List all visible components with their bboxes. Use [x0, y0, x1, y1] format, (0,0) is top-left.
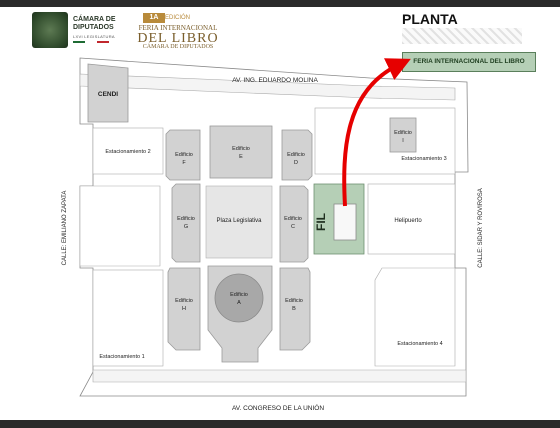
building-e-letter: E: [239, 154, 243, 160]
building-f: [165, 129, 201, 181]
south-road: [92, 369, 467, 383]
building-d-letter: D: [294, 160, 298, 166]
camara-line2: DIPUTADOS: [73, 24, 114, 31]
building-h-word: Edificio: [175, 298, 193, 304]
est4-area: [374, 267, 456, 367]
camara-line1: CÁMARA DE: [73, 16, 116, 23]
est3-label: Estacionamiento 3: [401, 156, 446, 162]
building-a-word: Edificio: [230, 292, 248, 298]
cendi-label: CENDI: [98, 91, 118, 98]
camara-logo-text: CÁMARA DE DIPUTADOS: [73, 16, 143, 32]
fil-logo-line3: CÁMARA DE DIPUTADOS: [142, 44, 214, 50]
top-bar: [0, 0, 560, 7]
helipuerto-label: Helipuerto: [394, 218, 422, 224]
plaza-legislativa: [205, 185, 273, 259]
fil-badge-text: EDICIÓN: [165, 15, 191, 21]
building-b-word: Edificio: [285, 298, 303, 304]
building-e: [209, 125, 273, 179]
street-south: AV. CONGRESO DE LA UNIÓN: [232, 403, 324, 412]
building-d-word: Edificio: [287, 152, 305, 158]
est4-label: Estacionamiento 4: [397, 341, 442, 347]
title-pattern: [402, 28, 522, 44]
plaza-label: Plaza Legislativa: [216, 218, 262, 224]
camara-sub: LXVI LEGISLATURA: [73, 34, 115, 39]
building-b-letter: B: [292, 306, 296, 312]
building-g: [171, 183, 201, 263]
helipuerto-area: [367, 183, 456, 255]
street-east: CALLE: SIDAR Y ROVIROSA: [478, 188, 484, 267]
est1-label: Estacionamiento 1: [99, 354, 144, 360]
street-north: AV. ING. EDUARDO MOLINA: [232, 77, 318, 84]
building-g-word: Edificio: [177, 216, 195, 222]
building-d: [281, 129, 313, 181]
bottom-bar: [0, 420, 560, 428]
building-g-letter: G: [184, 224, 188, 230]
fil-pavilion: [333, 203, 357, 241]
fil-badge-num: 1A: [143, 13, 165, 23]
building-i-word: Edificio: [394, 130, 412, 136]
fil-logo-line1: FERIA INTERNACIONAL: [138, 24, 218, 32]
camara-seal-logo: [32, 12, 68, 48]
cendi-building: [87, 63, 129, 123]
building-h: [167, 267, 201, 351]
west-road: [79, 185, 161, 267]
building-i: [389, 117, 417, 153]
est3-area: [314, 107, 456, 175]
flag-stripe: [73, 41, 109, 43]
building-f-letter: F: [182, 160, 186, 166]
building-c: [279, 185, 309, 263]
building-f-word: Edificio: [175, 152, 193, 158]
building-c-word: Edificio: [284, 216, 302, 222]
building-c-letter: C: [291, 224, 295, 230]
est2-label: Estacionamiento 2: [105, 149, 150, 155]
fil-text: FIL: [314, 213, 328, 231]
building-e-word: Edificio: [232, 146, 250, 152]
fil-logo-line2: DEL LIBRO: [137, 31, 219, 46]
pointer-arrow: [342, 58, 411, 207]
est1-area: [92, 269, 164, 367]
building-b: [279, 267, 311, 351]
est2-area: [92, 127, 164, 175]
building-i-letter: I: [402, 138, 404, 144]
street-west: CALLE: EMILIANO ZAPATA: [62, 191, 68, 266]
building-a-dome: [214, 273, 264, 323]
building-a-letter: A: [237, 300, 241, 306]
building-h-letter: H: [182, 306, 186, 312]
